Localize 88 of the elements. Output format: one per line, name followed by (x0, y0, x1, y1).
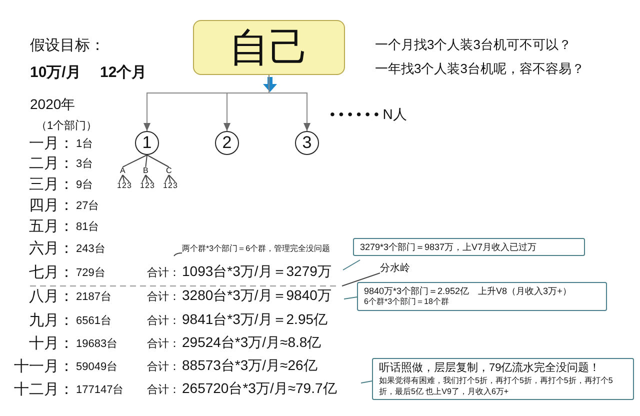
question-text: 一年找3个人装3台机呢，容不容易？ (375, 62, 584, 77)
count-text: 177147台 (76, 384, 124, 397)
month-label: 七月： (29, 264, 74, 282)
sum-label: 合计： (147, 361, 180, 374)
sum-label: 合计： (147, 267, 180, 280)
total-formula: 265720台*3万/月≈79.7亿 (182, 380, 337, 396)
branch-line (142, 174, 146, 182)
branch-line (145, 154, 148, 168)
numbered-circle: 3 (295, 131, 319, 155)
count-text: 6561台 (76, 315, 112, 328)
branch-line (168, 174, 176, 182)
total-formula: 1093台*3万/月＝3279万 (182, 263, 332, 280)
bubble-tail (344, 296, 358, 300)
annotation-note: 两个群*3个部门＝6个群，管理完全没问题 (182, 245, 330, 253)
bubble-tail (342, 260, 360, 270)
count-text: 3台 (76, 158, 94, 171)
heading-text: 假设目标： (30, 37, 105, 54)
month-label: 一月： (29, 135, 74, 152)
count-text: 9台 (76, 179, 94, 192)
total-formula: 29524台*3万/月≈8.8亿 (182, 334, 322, 350)
bubble-subtext: 如果觉得有困难，我们打个5折，再打个5折，再打个5折，再打个5折，最后5亿 也上V9了，月收入6万+ (379, 376, 614, 398)
note-text: （1个部门） (36, 120, 98, 133)
speech-bubble (357, 282, 607, 311)
month-label: 六月： (29, 240, 74, 258)
branch-digit: 3 (150, 182, 154, 190)
total-formula: 9841台*3万/月＝2.95亿 (182, 311, 328, 328)
question-text: 一个月找3个人装3台机可不可以？ (375, 38, 572, 53)
goal-text: 12个月 (100, 64, 147, 82)
branch-line (146, 154, 170, 168)
total-formula: 3280台*3万/月＝9840万 (182, 287, 332, 304)
branch-letter: A (120, 167, 126, 175)
goal-text: 10万/月 (30, 64, 81, 82)
count-text: 1台 (76, 138, 94, 151)
box-title: 自己 (229, 28, 309, 68)
branch-digit: 2 (122, 182, 126, 190)
speech-bubble (353, 238, 585, 256)
count-text: 2187台 (76, 291, 112, 304)
branch-digit: 2 (145, 182, 150, 190)
year-label: 2020年 (30, 96, 76, 112)
total-formula: 88573台*3万/月≈26亿 (182, 357, 318, 374)
bubble-text: 3279*3个部门＝9837万，上V7月收入已过万 (360, 241, 538, 254)
branch-digit: 1 (163, 182, 168, 190)
month-label: 五月： (29, 218, 74, 236)
leader-line (342, 272, 380, 286)
branch-digit: 1 (117, 182, 122, 190)
month-label: 十月： (29, 335, 74, 352)
bubble-text: 听话照做，层层复制，79亿流水完全没问题！ (379, 361, 602, 376)
branch-digit: 3 (127, 182, 132, 190)
numbered-circle: 1 (135, 131, 159, 155)
bubble-text: 9840万*3个部门＝2.952亿 上升V8（月收入3万+） (364, 285, 572, 297)
branch-line (164, 174, 170, 182)
branch-digit: 1 (140, 182, 144, 190)
branch-line (122, 174, 130, 182)
month-label: 十二月： (14, 381, 74, 398)
sum-label: 合计： (147, 291, 180, 304)
branch-letter: C (166, 167, 172, 175)
branch-line (118, 174, 124, 182)
count-text: 81台 (76, 221, 100, 234)
count-text: 19683台 (76, 338, 118, 351)
month-label: 四月： (29, 197, 74, 214)
count-text: 27台 (76, 200, 100, 213)
sum-label: 合计： (147, 315, 180, 328)
more-label: • • • • • • N人 (330, 106, 407, 122)
title-box (193, 20, 345, 75)
branch-line (122, 154, 148, 168)
sum-label: 合计： (147, 338, 180, 351)
speech-bubble (372, 358, 634, 400)
numbered-circle: 2 (215, 131, 239, 155)
leader-line (174, 252, 182, 256)
month-label: 三月： (29, 176, 74, 194)
branch-letter: B (143, 167, 148, 175)
month-label: 二月： (29, 155, 74, 172)
branch-digit: 2 (168, 182, 172, 190)
month-label: 八月： (29, 288, 74, 306)
annotation-note: 分水岭 (380, 264, 410, 274)
branch-line (145, 174, 153, 182)
branch-line (145, 174, 148, 182)
month-label: 十一月： (14, 358, 74, 376)
bubble-subtext: 6个群*3个部门＝18个群 (364, 297, 450, 308)
branch-line (168, 174, 171, 182)
count-text: 729台 (76, 267, 106, 280)
branch-digit: 3 (173, 182, 178, 190)
count-text: 243台 (76, 243, 106, 256)
count-text: 59049台 (76, 361, 118, 374)
sum-label: 合计： (147, 384, 180, 397)
month-label: 九月： (29, 312, 74, 330)
branch-line (122, 174, 125, 182)
bubble-tail (360, 380, 372, 384)
